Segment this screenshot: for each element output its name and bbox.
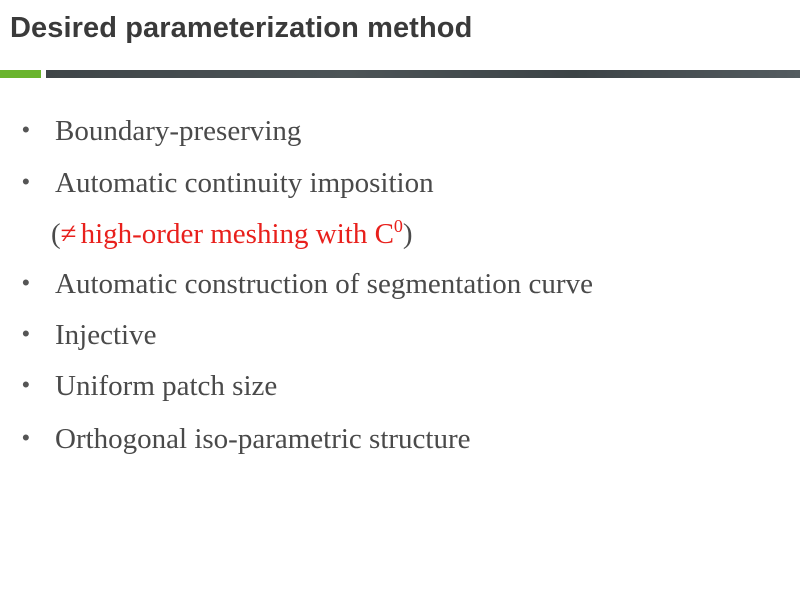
bullet-item: • Boundary-preserving (22, 115, 301, 148)
bullet-item: • Injective (22, 319, 156, 352)
title-accent-bar (0, 70, 41, 78)
bullet-text: Automatic construction of segmentation c… (55, 268, 593, 300)
bullet-item: • Uniform patch size (22, 370, 277, 403)
bullet-dot: • (22, 321, 30, 346)
bullet-dot: • (22, 270, 30, 295)
bullet-dot: • (22, 117, 30, 142)
bullet-dot: • (22, 372, 30, 397)
bullet-item: • Automatic construction of segmentation … (22, 268, 593, 301)
not-equal-symbol: ≠ (60, 218, 77, 250)
title-divider-bar (46, 70, 800, 78)
bullet-text: Uniform patch size (55, 370, 278, 402)
bullet-dot: • (22, 169, 30, 194)
note-open-paren: ( (51, 218, 61, 250)
continuity-note: (≠high-order meshing with C0) (51, 216, 413, 251)
slide-title: Desired parameterization method (10, 12, 473, 44)
bullet-text: Automatic continuity imposition (55, 167, 434, 199)
note-text: high-order meshing with C (80, 218, 394, 250)
bullet-text: Injective (55, 319, 157, 351)
note-superscript: 0 (393, 216, 403, 236)
note-close-paren: ) (402, 218, 413, 250)
bullet-item: • Automatic continuity imposition (22, 167, 434, 200)
bullet-text: Boundary-preserving (55, 115, 302, 147)
bullet-text: Orthogonal iso-parametric structure (55, 423, 471, 455)
bullet-dot: • (22, 425, 30, 450)
bullet-item: • Orthogonal iso-parametric structure (22, 423, 471, 456)
